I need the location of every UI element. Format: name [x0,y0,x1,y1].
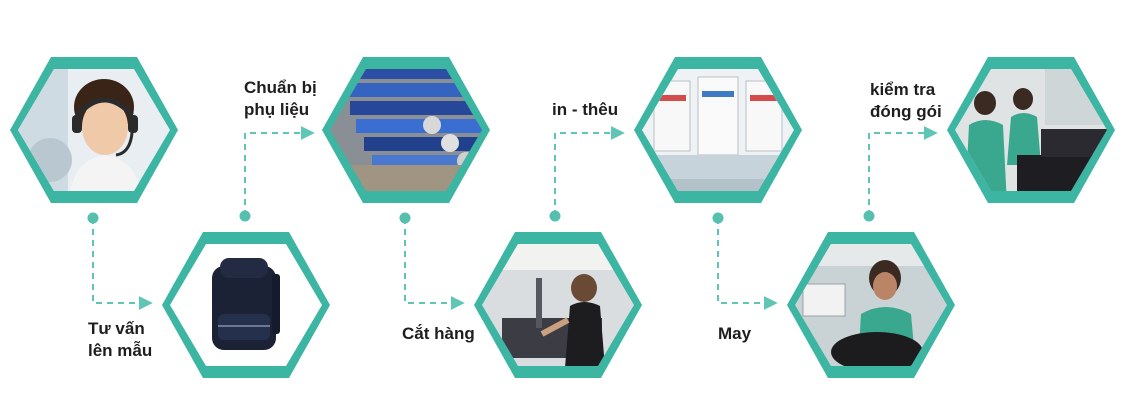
embroidery-machine-photo [642,69,794,191]
connector-1-path [92,218,153,310]
label-packing-line-1: kiểm tra [870,80,936,99]
connector-5-path [717,218,778,310]
label-embroidery: in - thêu [552,99,618,121]
label-packing-line-2: đóng gói [870,102,942,121]
step-sewing-hexagon [787,232,955,378]
label-sewing: May [718,323,751,345]
label-cutting-line-1: Cắt hàng [402,324,475,343]
label-consult-line-2: lên mẫu [88,341,153,360]
label-packing: kiểm tra đóng gói [870,79,942,123]
fabric-cutting-photo [482,244,634,366]
label-consult: Tư vấn lên mẫu [88,318,152,362]
connector-3-dot [399,212,411,224]
step-cutting-hexagon [474,232,642,378]
backpack-photo [170,244,322,366]
connector-4-path [554,126,625,216]
label-cutting: Cắt hàng [402,323,475,345]
headset-operator-photo [18,69,170,191]
label-sewing-line-1: May [718,324,752,343]
connector-1 [87,212,153,310]
connector-6 [863,126,938,222]
label-materials: Chuẩn bị phụ liệu [244,77,317,121]
connector-1-dot [87,212,99,224]
step-materials-hexagon [322,57,490,203]
connector-3-path [404,218,465,310]
step-consult-hexagon [10,57,178,203]
connector-6-path [868,126,938,216]
fabric-rolls-photo [330,69,482,191]
label-materials-line-1: Chuẩn bị [244,78,317,97]
label-consult-line-1: Tư vấn [88,319,145,338]
connector-4 [549,126,625,222]
label-materials-line-2: phụ liệu [244,100,310,119]
connector-2-dot [239,210,251,222]
connector-2 [239,126,315,222]
packing-workers-photo [955,69,1107,191]
connector-5 [712,212,778,310]
label-embroidery-line-1: in - thêu [552,100,619,119]
connector-4-dot [549,210,561,222]
connector-6-dot [863,210,875,222]
step-sample-hexagon [162,232,330,378]
connector-3 [399,212,465,310]
step-embroidery-hexagon [634,57,802,203]
connector-5-dot [712,212,724,224]
connector-2-path [244,126,315,216]
sewing-worker-photo [795,244,947,366]
step-packing-hexagon [947,57,1115,203]
